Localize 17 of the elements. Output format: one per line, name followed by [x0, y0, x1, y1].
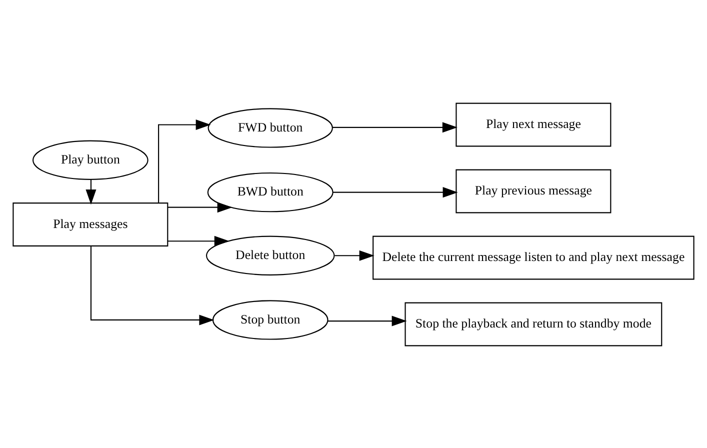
arrow [332, 122, 458, 132]
node-box: Delete the current message listen to and play next message [372, 235, 694, 280]
arrow [90, 246, 214, 325]
arrow [333, 186, 458, 198]
node-box: Play messages [12, 202, 168, 246]
arrow [328, 315, 407, 326]
node-ellipse: Stop button [212, 300, 328, 340]
node-box: Play previous message [456, 168, 612, 213]
node-ellipse: FWD button [208, 108, 333, 148]
node-box: Stop the playback and return to standby mode [404, 302, 662, 346]
arrow [334, 250, 374, 260]
node-ellipse: Play button [32, 140, 148, 180]
arrow [168, 202, 232, 212]
arrow [86, 178, 96, 204]
arrow [168, 235, 230, 246]
arrow [158, 118, 211, 202]
node-box: Play next message [456, 102, 612, 146]
